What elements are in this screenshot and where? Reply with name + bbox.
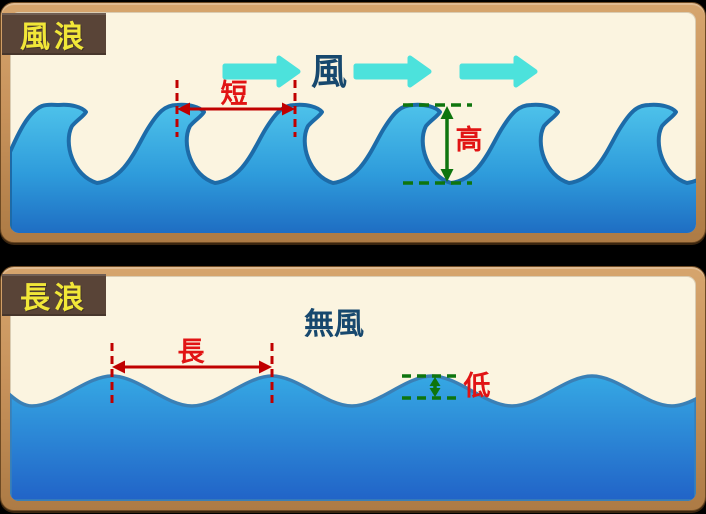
wave-height-high-measure: [403, 103, 472, 185]
arrowhead-down: [429, 388, 441, 397]
wavelength-short-measure: [175, 80, 297, 137]
wind-arrow-icon: [353, 55, 432, 88]
wind-text: 風: [311, 51, 347, 92]
swell-canvas: 無風 長 低: [10, 276, 696, 501]
no-wind-text: 無風: [304, 308, 364, 341]
arrowhead-left: [112, 360, 125, 374]
wavelength-long-label: 長: [178, 337, 206, 367]
wind-arrow-icon: [459, 55, 538, 88]
arrowhead-up: [429, 377, 441, 386]
wind-waves-canvas: 風 短 高: [10, 12, 696, 233]
wavelength-long-measure: [110, 343, 274, 408]
arrowhead-right: [282, 102, 295, 116]
arrowhead-right: [259, 360, 272, 374]
arrowhead-left: [177, 102, 190, 116]
arrowhead-down: [440, 169, 454, 182]
swell-sea-shape: [10, 374, 696, 501]
wind-waves-drawing: 風 短 高: [10, 51, 696, 233]
wave-height-low-measure: [402, 374, 462, 400]
swell-title-badge: 長浪: [2, 274, 106, 316]
wave-height-low-label: 低: [463, 371, 491, 401]
swell-panel: 無風 長 低: [0, 266, 706, 511]
arrowhead-up: [440, 106, 454, 119]
wind-arrow-icon: [222, 55, 301, 88]
wind-waves-title-badge: 風浪: [2, 13, 106, 55]
wind-waves-panel: 風 短 高: [0, 2, 706, 243]
wavelength-short-label: 短: [221, 79, 248, 109]
swell-drawing: 無風 長 低: [10, 308, 696, 501]
wind-arrows: [222, 55, 538, 88]
choppy-sea-shape: [10, 102, 696, 233]
wave-height-high-label: 高: [456, 124, 483, 155]
